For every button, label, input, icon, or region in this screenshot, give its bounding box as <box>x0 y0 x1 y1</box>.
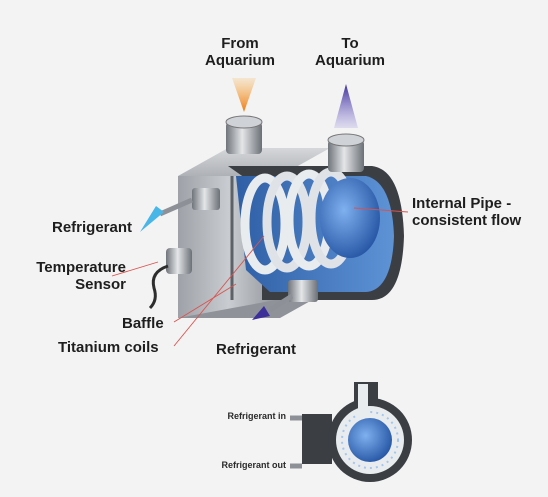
to-aquarium-line-2: Aquarium <box>314 51 385 69</box>
to-aquarium-label: To Aquarium <box>310 35 390 70</box>
temperature-sensor-line-1: Temperature <box>36 259 126 276</box>
refrigerant-left-label: Refrigerant <box>52 219 133 236</box>
inset-cross-section <box>290 382 412 482</box>
outlet-fitting <box>327 133 365 172</box>
temperature-sensor-label: Temperature Sensor <box>22 259 126 294</box>
inset-refrigerant-out-label: Refrigerant out <box>221 460 286 470</box>
temperature-sensor-line-2: Sensor <box>75 275 126 293</box>
inflow-arrow <box>232 78 256 112</box>
refrigerant-out-arrow <box>140 206 164 232</box>
internal-pipe-line-1: Internal Pipe - <box>412 195 512 212</box>
inlet-fitting <box>225 115 263 154</box>
to-aquarium-line-1: To <box>341 35 359 52</box>
from-aquarium-label: From Aquarium <box>200 35 280 70</box>
refrigerant-left-fitting <box>158 188 220 217</box>
refrigerant-bottom-label: Refrigerant <box>216 341 297 358</box>
titanium-coils-label: Titanium coils <box>58 339 159 356</box>
from-aquarium-line-2: Aquarium <box>204 51 275 69</box>
internal-pipe-label: Internal Pipe - consistent flow <box>412 195 522 230</box>
internal-pipe <box>320 178 380 258</box>
refrigerant-bottom-fitting <box>268 280 318 313</box>
temperature-sensor-fitting <box>148 248 192 310</box>
baffle-label: Baffle <box>122 315 164 332</box>
pointer-lines <box>111 207 409 347</box>
inset-refrigerant-in-label: Refrigerant in <box>227 411 286 421</box>
from-aquarium-line-1: From <box>221 35 259 52</box>
outflow-arrow <box>334 84 358 128</box>
refrigerant-in-arrow <box>252 306 270 320</box>
internal-pipe-line-2: consistent flow <box>412 211 522 229</box>
